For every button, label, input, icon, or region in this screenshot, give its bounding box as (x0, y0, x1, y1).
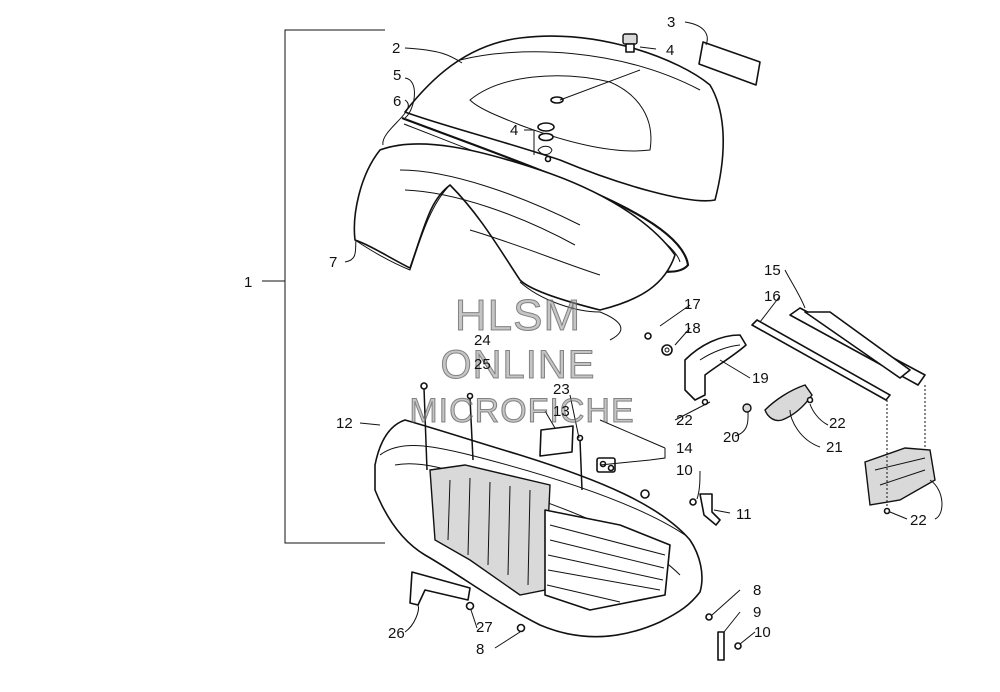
decal (698, 41, 761, 86)
callout-24: 24 (474, 332, 491, 349)
callout-12: 12 (336, 415, 353, 432)
latch-hardware (537, 122, 555, 163)
bolt-10 (689, 498, 697, 506)
lid-liner-lip (519, 281, 622, 341)
bracket-9 (717, 631, 725, 661)
callout-7: 7 (329, 254, 337, 271)
callout-27: 27 (476, 619, 493, 636)
latch-striker (596, 457, 650, 499)
callout-6: 6 (393, 93, 401, 110)
callout-5: 5 (393, 67, 401, 84)
bracket-11 (699, 493, 721, 526)
tub-floor-grille (544, 509, 671, 611)
screw-25 (469, 397, 474, 461)
screw-17 (644, 332, 652, 340)
screw-24 (423, 387, 428, 471)
lid-liner-ribs (399, 169, 601, 276)
bolt-10b (734, 642, 742, 650)
lid-latch-hole (550, 96, 564, 104)
nut-27 (465, 601, 475, 611)
lower-tub-rim (379, 445, 686, 536)
callout-22-right: 22 (829, 415, 846, 432)
rail-16 (751, 319, 891, 401)
callout-20: 20 (723, 429, 740, 446)
watermark-line-1: HLSM (455, 291, 581, 340)
callout-14: 14 (676, 440, 693, 457)
callout-13: 13 (553, 403, 570, 420)
watermark-line-3: MICROFICHE (409, 392, 634, 430)
callout-18: 18 (684, 320, 701, 337)
assembly-bracket (284, 29, 385, 544)
screw-8b (705, 613, 713, 621)
callout-8-right: 8 (753, 582, 761, 599)
tub-liner-panel (429, 464, 551, 596)
tub-liner-ribs (447, 477, 531, 586)
callout-26: 26 (388, 625, 405, 642)
callout-4-mid: 4 (510, 122, 518, 139)
callout-22-bottom: 22 (910, 512, 927, 529)
lid-liner (353, 143, 676, 311)
screw-23 (579, 439, 583, 491)
tub-floor-slats (546, 524, 666, 603)
callout-23: 23 (553, 381, 570, 398)
lower-bracket-22 (864, 447, 936, 506)
watermark-line-2: ONLINE (441, 343, 596, 387)
callout-4-top: 4 (666, 42, 674, 59)
callout-9: 9 (753, 604, 761, 621)
washer-20 (742, 403, 752, 413)
callout-15: 15 (764, 262, 781, 279)
rail-drop-lines (886, 385, 926, 508)
callout-17: 17 (684, 296, 701, 313)
screw-8a (516, 623, 526, 633)
callout-10-lower: 10 (754, 624, 771, 641)
lid-top-recess (469, 75, 652, 152)
hinge-19 (684, 334, 747, 401)
washer-18-outer (661, 344, 673, 356)
leader-lines (344, 21, 943, 649)
lid-top (404, 35, 724, 202)
callout-labels: 1 2 3 4 4 5 6 7 8 8 9 10 10 11 12 13 14 … (244, 14, 927, 658)
lid-seal (401, 116, 690, 273)
lid-liner-edge (354, 184, 451, 271)
callout-11: 11 (736, 506, 752, 523)
callout-8-bottom: 8 (476, 641, 484, 658)
screw-25-head (466, 392, 474, 400)
washer-18-inner (664, 347, 670, 353)
callout-21: 21 (826, 439, 843, 456)
lid-top-rim (459, 51, 701, 91)
callout-2: 2 (392, 40, 400, 57)
callout-16: 16 (764, 288, 781, 305)
tub-decal (539, 425, 574, 457)
mounting-plate-26 (409, 571, 471, 606)
latch-knob-top (622, 33, 638, 53)
callout-1: 1 (244, 274, 252, 291)
callout-3: 3 (667, 14, 675, 31)
bolt-22c (883, 507, 891, 515)
hinge-19-detail (699, 344, 741, 361)
callout-22-mid: 22 (676, 412, 693, 429)
rail-15-crossbar (804, 311, 911, 379)
hinge-21 (764, 384, 813, 422)
lower-bracket-22-detail (874, 457, 926, 486)
bolt-22b (806, 396, 814, 404)
screw-24-head (420, 382, 428, 390)
callout-10-upper: 10 (676, 462, 693, 479)
callout-19: 19 (752, 370, 769, 387)
callout-25: 25 (474, 356, 491, 373)
